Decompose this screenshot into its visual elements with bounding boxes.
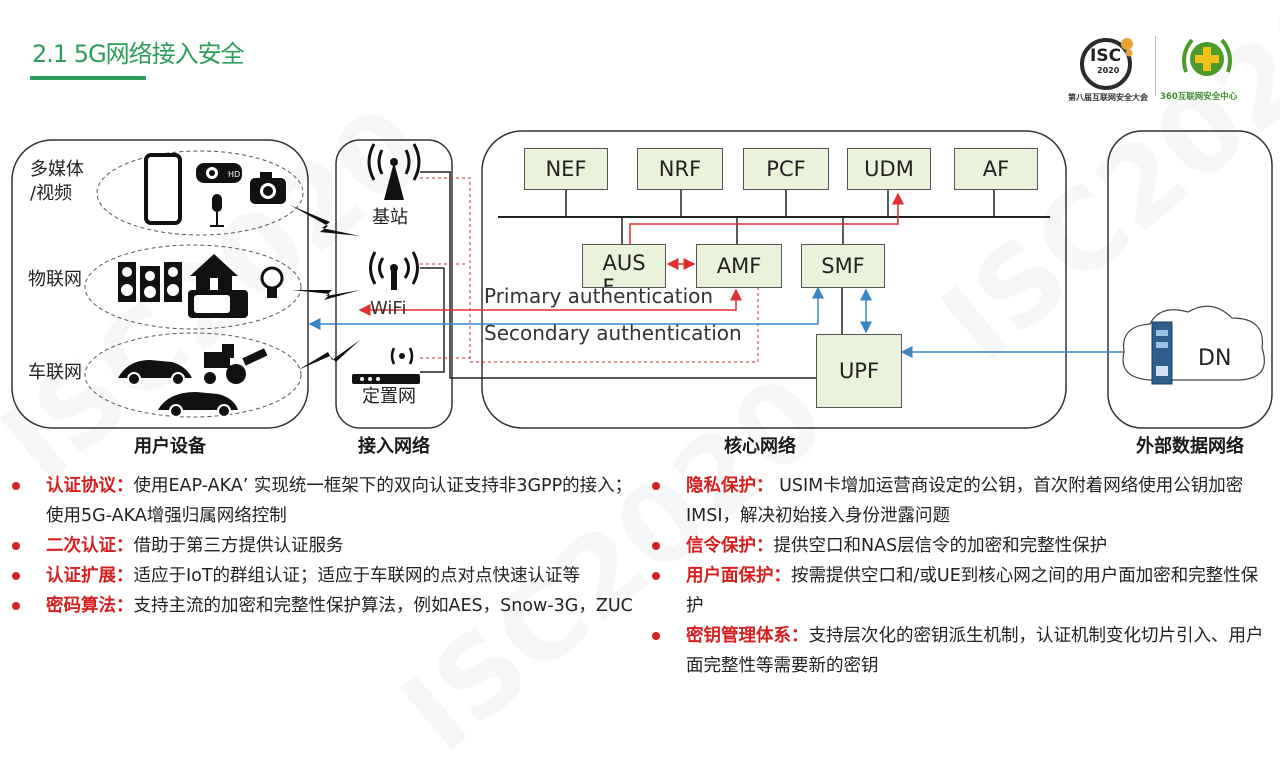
camera-icon [250,172,286,204]
bullet-dot [652,482,660,490]
org-caption: 360互联网安全中心 [1160,92,1238,102]
bullet-dot [12,602,20,610]
bullet-auth-protocol: 认证协议：使用EAP-AKA’ 实现统一框架下的双向认证支持非3GPP的接入；使… [12,471,638,531]
page-title: 2.1 5G网络接入安全 [32,40,245,68]
bullet-dot [12,482,20,490]
bullet-dot [652,632,660,640]
bullet-auth-extension: 认证扩展：适应于IoT的群组认证；适应于车联网的点对点快速认证等 [12,561,638,591]
title-underline [30,76,146,80]
microwave-icon [188,290,248,318]
bullet-secondary-auth: 二次认证：借助于第三方提供认证服务 [12,531,638,561]
isc-caption: 第八届互联网安全大会 [1068,93,1148,102]
bullet-signalling: 信令保护：提供空口和NAS层信令的加密和完整性保护 [652,531,1272,561]
bullet-dot [12,542,20,550]
external-network-caption: 外部数据网络 [1136,436,1244,457]
smartphone-icon [144,153,182,225]
nf-ausf: AUS F [582,244,666,288]
wireless-link-icon [298,340,360,370]
user-device-panel [11,139,309,429]
sports-car-icon [118,360,192,386]
logo-divider [1155,36,1156,96]
nf-amf: AMF [696,244,782,288]
wireless-link-icon [290,205,360,236]
nf-smf: SMF [801,244,885,288]
iot-group-ellipse [84,244,302,330]
sedan-icon [158,392,238,418]
microphone-icon [210,194,224,227]
dn-label: DN [1198,346,1232,371]
core-network-caption: 核心网络 [724,436,796,457]
isc-year: 2020 [1097,66,1120,75]
v2x-group-label: 车联网 [28,362,82,383]
bullet-dot [12,572,20,580]
bullet-key-management: 密钥管理体系：支持层次化的密钥派生机制，认证机制变化切片引入、用户面完整性等需要… [652,621,1272,681]
isc-logo: ISC 2020 [1076,34,1140,90]
network-diagram: HD [11,130,1273,429]
right-bullet-list: 隐私保护： USIM卡增加运营商设定的公钥，首次附着网络使用公钥加密IMSI，解… [652,471,1272,681]
left-bullet-list: 认证协议：使用EAP-AKA’ 实现统一框架下的双向认证支持非3GPP的接入；使… [12,471,638,621]
secondary-auth-label: Secondary authentication [484,321,742,345]
wifi-antenna-icon [369,251,419,290]
wifi-label: WiFi [370,298,407,319]
v2x-group-ellipse [84,332,302,418]
base-station-label: 基站 [372,207,408,228]
nf-nef: NEF [524,148,608,190]
isc-badge-text: ISC [1090,46,1122,66]
nf-af: AF [954,148,1038,190]
laurel-plus-icon [1182,38,1232,76]
base-station-icon [367,143,421,200]
nf-pcf: PCF [743,148,829,190]
external-network-panel [1107,130,1273,429]
bullet-dot [652,542,660,550]
core-network-panel [481,130,1067,429]
house-icon [190,254,238,290]
org-logo [1176,32,1238,90]
iot-group-label: 物联网 [28,269,82,290]
lightbulb-icon [260,266,284,298]
bullet-dot [652,572,660,580]
webcam-icon: HD [196,163,242,183]
dn-cloud-icon [1122,305,1265,381]
access-network-caption: 接入网络 [358,436,430,457]
access-network-panel [335,139,453,429]
fixed-network-label: 定置网 [362,386,416,407]
nf-udm: UDM [847,148,931,190]
media-group-ellipse [96,150,304,236]
tractor-icon [204,344,268,384]
bullet-privacy: 隐私保护： USIM卡增加运营商设定的公钥，首次附着网络使用公钥加密IMSI，解… [652,471,1272,531]
wireless-link-icon [292,290,360,300]
nf-upf: UPF [816,334,902,408]
speaker-icon [118,262,182,302]
media-group-label: 多媒体 /视频 [30,159,84,204]
primary-auth-label: Primary authentication [484,284,714,308]
fixed-router-icon [352,347,420,384]
svg-text:HD: HD [228,170,240,179]
user-device-caption: 用户设备 [134,436,206,457]
bullet-user-plane: 用户面保护：按需提供空口和/或UE到核心网之间的用户面加密和完整性保护 [652,561,1272,621]
bullet-crypto-algorithms: 密码算法：支持主流的加密和完整性保护算法，例如AES，Snow-3G，ZUC [12,591,638,621]
nf-nrf: NRF [637,148,723,190]
isc-badge-icon [1080,38,1133,90]
